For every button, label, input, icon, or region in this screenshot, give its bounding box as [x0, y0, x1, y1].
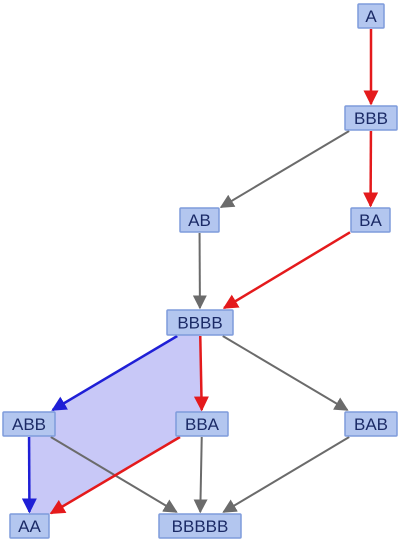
node-BA: BA [350, 207, 391, 233]
node-label: AB [188, 211, 211, 230]
node-label: AA [18, 517, 41, 536]
node-label: BBBB [177, 314, 222, 333]
node-label: ABB [12, 415, 46, 434]
edge-BBBB-to-ABB [51, 334, 178, 412]
edge-BAB-to-BBBBB [222, 436, 350, 513]
highlighted-region [29, 322, 202, 526]
node-label: BBA [185, 415, 220, 434]
node-label: A [365, 7, 377, 26]
edge-BBA-to-AA [49, 435, 181, 515]
edge-BBBB-to-BAB [222, 335, 349, 411]
node-BAB: BAB [344, 411, 398, 437]
node-AB: AB [179, 207, 220, 233]
edge-BBB-to-AB [219, 130, 350, 209]
node-BBBB: BBBB [166, 309, 234, 336]
node-BBB: BBB [344, 105, 398, 131]
node-label: BAB [354, 415, 388, 434]
edge-BBBB-to-BBA [193, 335, 209, 412]
node-AA: AA [9, 513, 50, 539]
node-label: BBB [354, 109, 388, 128]
node-label: BBBBB [172, 517, 229, 536]
edge-BA-to-BBBB [222, 231, 351, 310]
edge-ABB-to-BBBBB [50, 436, 178, 513]
node-ABB: ABB [2, 411, 56, 437]
node-BBBBB: BBBBB [158, 513, 242, 539]
edge-BBA-to-BBBBB [193, 436, 208, 514]
node-A: A [357, 3, 385, 29]
node-BBA: BBA [175, 411, 229, 437]
node-label: BA [359, 211, 382, 230]
